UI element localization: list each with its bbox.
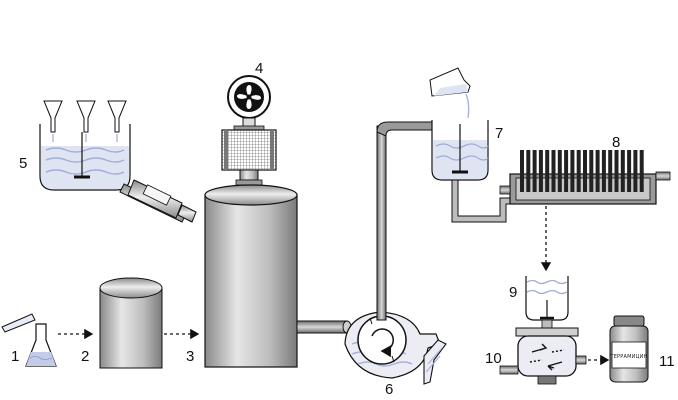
label-9: 9 <box>509 284 517 301</box>
press-plate <box>620 150 625 192</box>
label-4: 4 <box>255 60 263 77</box>
label-2: 2 <box>81 348 89 365</box>
label-8: 8 <box>612 134 620 151</box>
fan-4 <box>227 75 271 131</box>
press-plate <box>570 150 575 192</box>
label-3: 3 <box>186 348 194 365</box>
press-plate <box>564 150 569 192</box>
mixing-vessel-5 <box>39 100 197 223</box>
label-6: 6 <box>385 381 393 398</box>
product-jar-11: ТЕРРАМИЦИН <box>609 315 649 383</box>
tank-2 <box>99 277 163 369</box>
filter-press-8 <box>499 150 671 205</box>
fermenter-3 <box>204 184 298 368</box>
label-5: 5 <box>19 155 27 172</box>
press-plate <box>576 150 581 192</box>
press-plate <box>633 150 638 192</box>
press-plate <box>545 150 550 192</box>
crystallizer-9 <box>525 276 569 331</box>
outlet-pipe <box>296 320 352 334</box>
dryer-10 <box>499 327 587 385</box>
press-plate <box>532 150 537 192</box>
press-plate <box>627 150 632 192</box>
label-7: 7 <box>495 125 503 142</box>
reactor-7 <box>429 67 515 223</box>
press-plate <box>583 150 587 192</box>
press-plate <box>526 150 531 192</box>
riser-pipe <box>376 121 437 321</box>
air-filter <box>221 129 277 186</box>
press-plate <box>538 150 543 192</box>
press-plate <box>557 150 562 192</box>
press-plate <box>589 150 594 192</box>
label-10: 10 <box>485 350 502 367</box>
product-label: ТЕРРАМИЦИН <box>609 354 647 360</box>
press-plate <box>639 150 644 192</box>
press-plate <box>520 150 524 192</box>
press-plate <box>608 150 613 192</box>
label-1: 1 <box>11 348 19 365</box>
press-plate <box>595 150 600 192</box>
separator-6 <box>344 311 447 385</box>
flask-1 <box>1 313 57 367</box>
press-plate <box>601 150 606 192</box>
label-11: 11 <box>659 353 675 370</box>
press-plate <box>551 150 556 192</box>
press-plate <box>614 150 619 192</box>
press-plates <box>520 150 644 192</box>
